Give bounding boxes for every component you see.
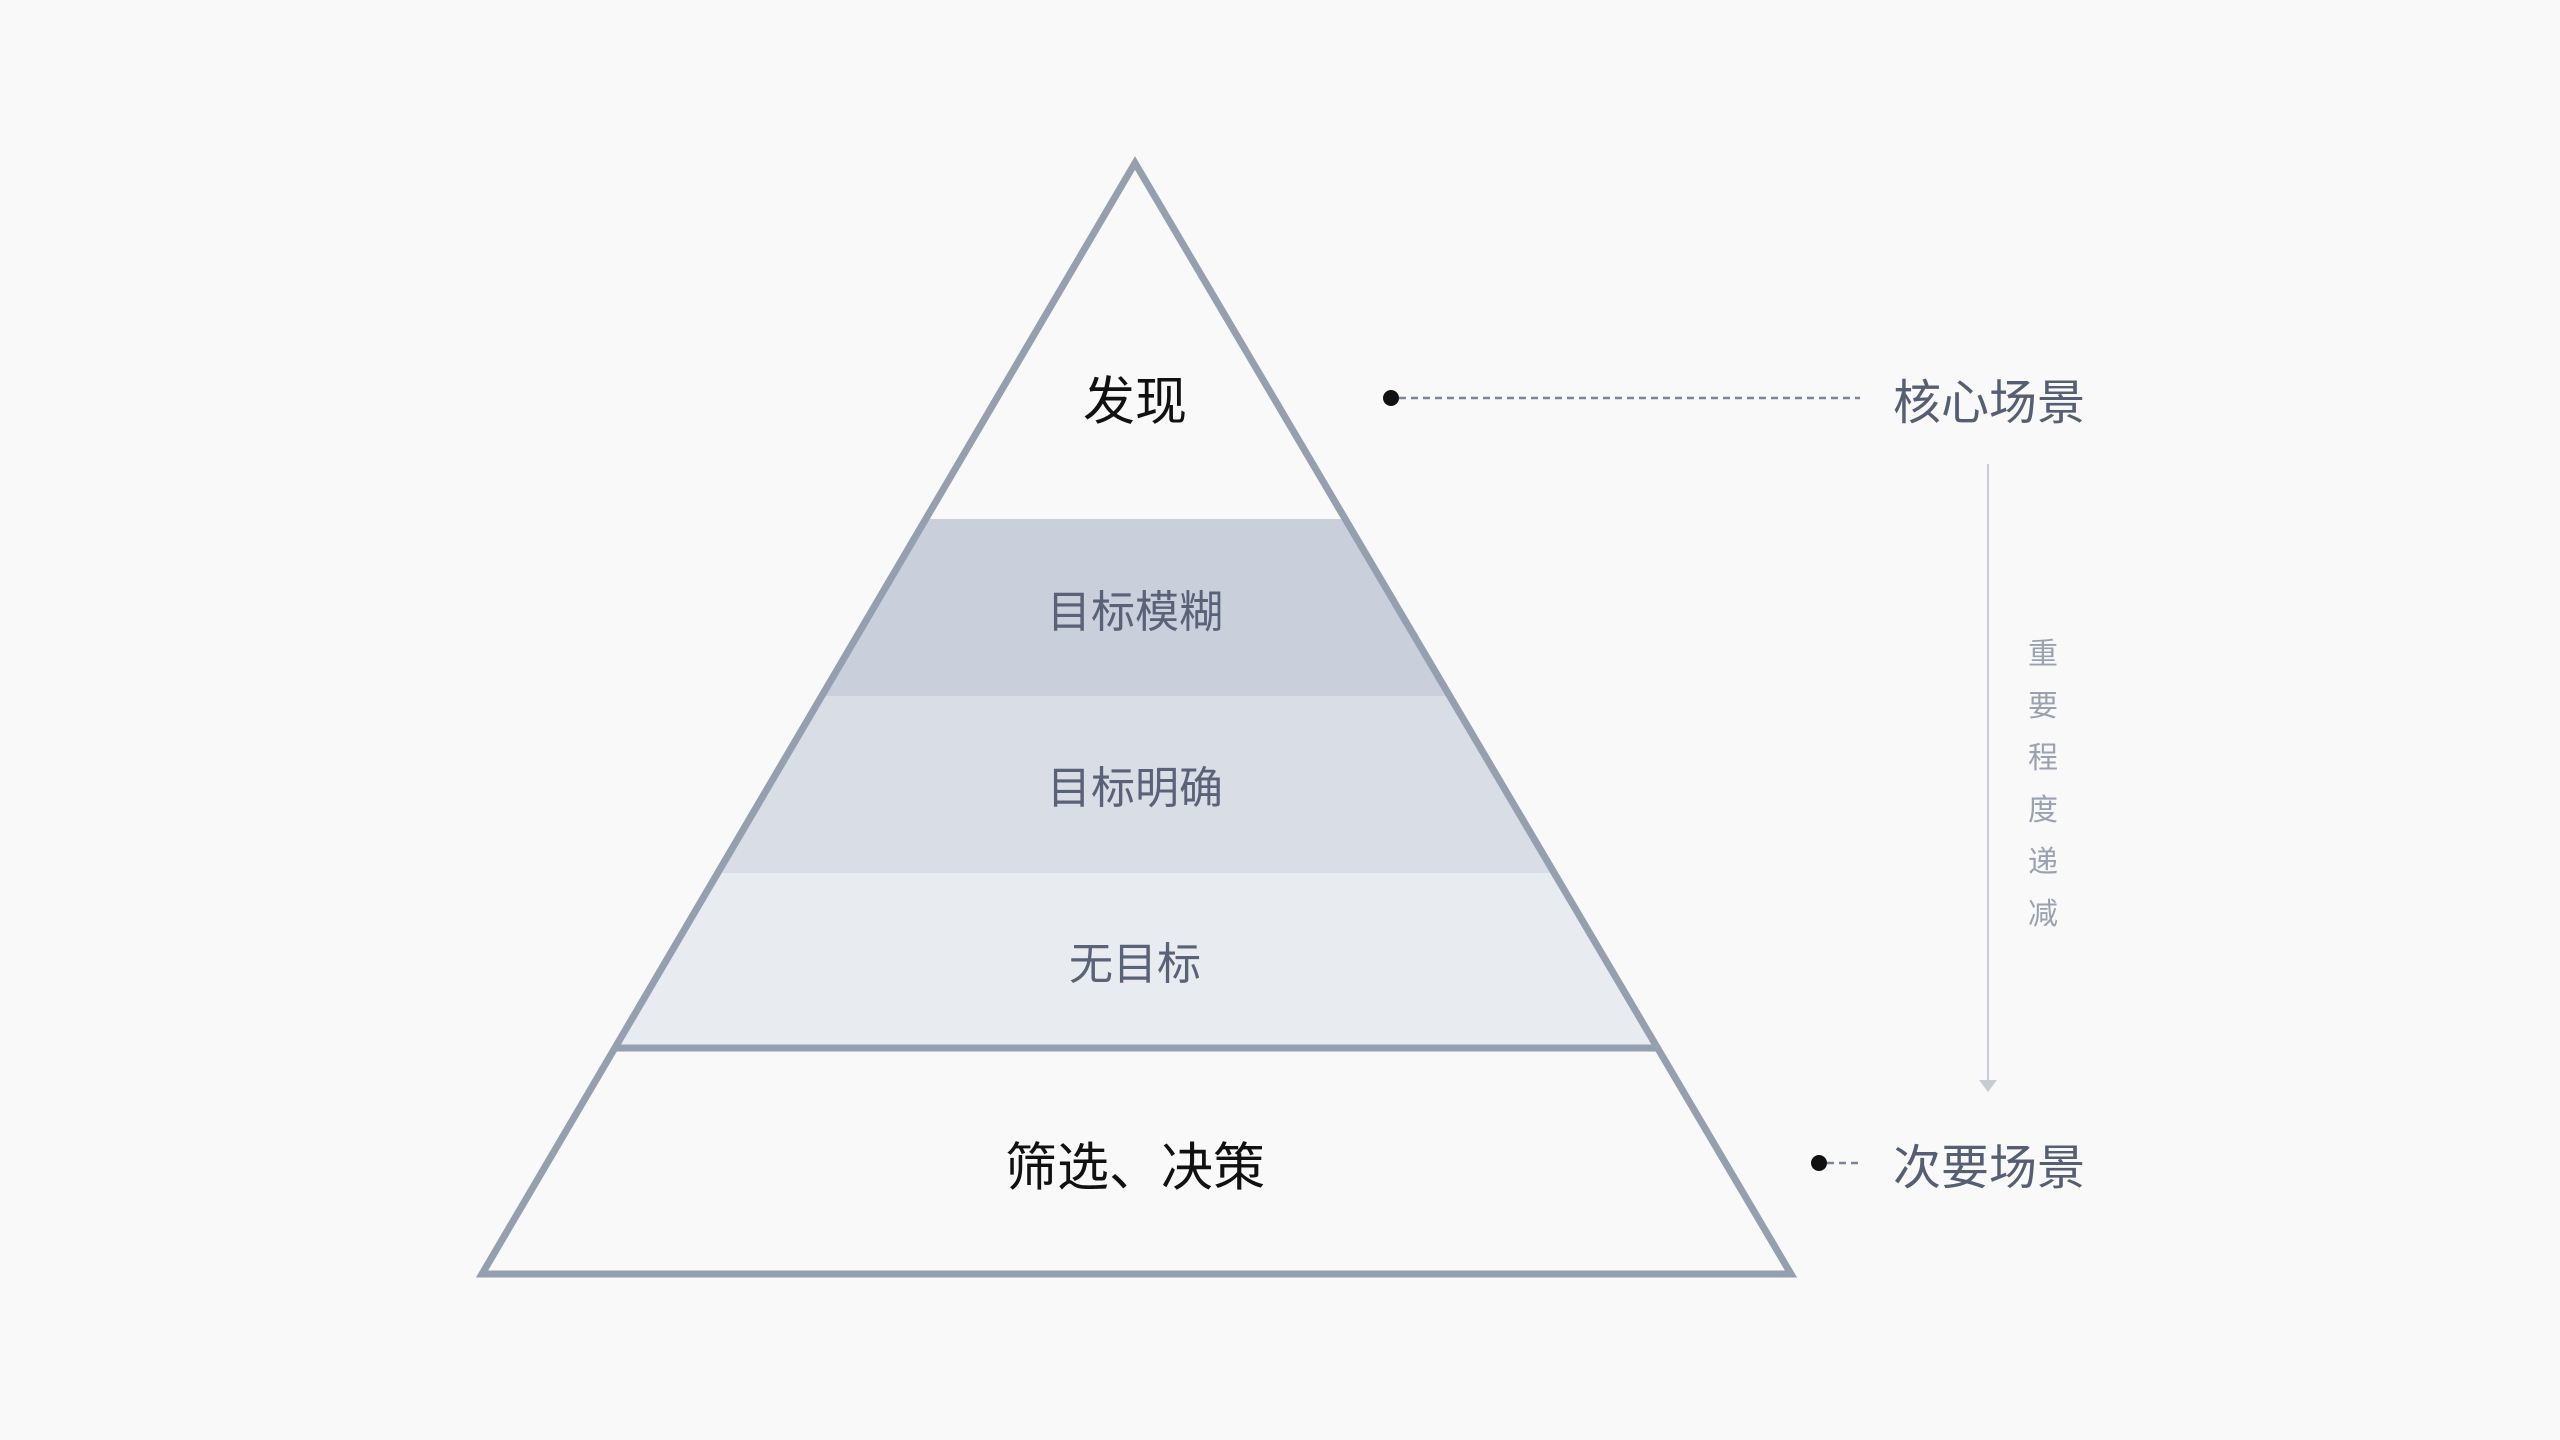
label-discover: 发现 [1082, 372, 1188, 433]
importance-decreasing-label: 重要程度递减 [2028, 637, 2058, 932]
layer-fuzzy-goal [482, 519, 1791, 696]
layer-no-goal [482, 873, 1791, 1048]
secondary-scenario-label: 次要场景 [1893, 1140, 2086, 1196]
core-dot [1383, 390, 1399, 406]
pyramid-outline [475, 156, 1798, 1278]
label-no-goal: 无目标 [1069, 939, 1201, 990]
label-filter-decide: 筛选、决策 [1004, 1138, 1266, 1199]
label-clear-goal: 目标明确 [1047, 763, 1223, 814]
secondary-dot [1811, 1155, 1827, 1171]
layer-clear-goal [482, 696, 1791, 873]
importance-arrow-head-icon [1979, 1080, 1997, 1092]
core-scenario-label: 核心场景 [1893, 375, 2086, 431]
label-fuzzy-goal: 目标模糊 [1047, 587, 1223, 638]
